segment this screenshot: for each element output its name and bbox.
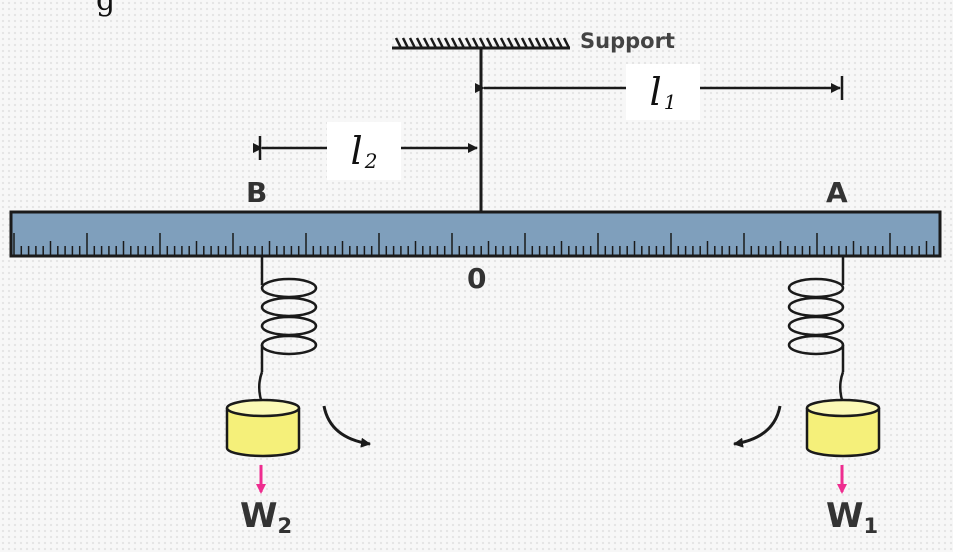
w1-subscript: 1 xyxy=(863,514,879,538)
ceiling-hatch-mark xyxy=(471,37,480,49)
right-spring xyxy=(787,277,845,356)
ceiling-hatch-mark xyxy=(527,37,536,49)
ceiling-hatch-mark xyxy=(555,37,564,49)
ceiling-hatch-mark xyxy=(499,37,508,49)
weight-w2 xyxy=(225,398,301,458)
point-a-label: A xyxy=(826,176,848,209)
ceiling-hatch-mark xyxy=(408,37,417,49)
ceiling-hatch-mark xyxy=(506,37,515,49)
support-label: Support xyxy=(580,29,675,53)
point-b-label: B xyxy=(246,176,268,209)
ceiling-hatch-mark xyxy=(436,37,445,49)
ceiling-hatch-mark xyxy=(443,37,452,49)
ceiling-hatch-mark xyxy=(464,37,473,49)
ceiling-hatch-mark xyxy=(492,37,501,49)
ceiling-hatch-mark xyxy=(513,37,522,49)
ceiling-hatch-mark xyxy=(450,37,459,49)
w1-letter: W xyxy=(826,496,864,536)
l1-letter: l xyxy=(649,70,662,114)
support-ceiling xyxy=(392,37,571,50)
w2-letter: W xyxy=(240,496,278,536)
ceiling-hatch-mark xyxy=(562,37,571,49)
ceiling-hatch-mark xyxy=(457,37,466,49)
ceiling-hatch-mark xyxy=(548,37,557,49)
ceiling-hatch-mark xyxy=(541,37,550,49)
left-spring-balance xyxy=(258,256,318,407)
origin-label: 0 xyxy=(467,262,487,295)
l2-subscript: 2 xyxy=(364,149,378,173)
w1-label: W1 xyxy=(826,496,878,537)
w2-label: W2 xyxy=(240,496,292,537)
w2-subscript: 2 xyxy=(277,514,293,538)
ceiling-hatch-mark xyxy=(520,37,529,49)
ceiling-hatch-mark xyxy=(394,37,403,49)
cropped-caption-fragment: g xyxy=(96,0,116,18)
l1-subscript: 1 xyxy=(663,90,677,114)
ceiling-hatch-mark xyxy=(534,37,543,49)
l2-letter: l xyxy=(350,129,363,173)
clockwise-turn-arrow xyxy=(322,405,371,448)
right-spring-balance xyxy=(787,256,846,407)
left-spring xyxy=(260,277,318,356)
ceiling-hatch-mark xyxy=(401,37,410,49)
ceiling-hatch-mark xyxy=(478,37,487,49)
ruler-ticks xyxy=(13,233,935,255)
ceiling-hatch-mark xyxy=(429,37,438,49)
ceiling-hatch-mark xyxy=(415,37,424,49)
anticlockwise-turn-arrow xyxy=(733,405,782,448)
meter-ruler xyxy=(9,210,942,258)
ceiling-hatch-mark xyxy=(485,37,494,49)
ceiling-hatch-mark xyxy=(422,37,431,49)
weight-w1 xyxy=(805,398,881,458)
